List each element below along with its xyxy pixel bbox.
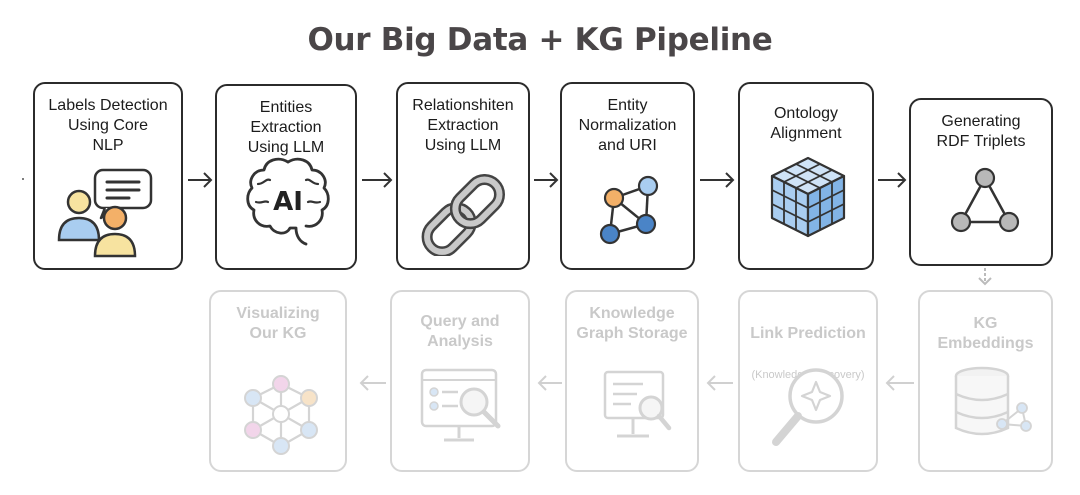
step-entities-extraction: Entities Extraction Using LLM AI [215,84,357,270]
step-generating-rdf-triplets: Generating RDF Triplets [909,98,1053,266]
network-graph-icon [244,375,318,455]
arrow-down [978,268,992,286]
arrow-right [700,172,735,188]
arrow-right [878,172,907,188]
arrow-left [359,375,386,391]
step-entity-normalization: Entity Normalization and URI [560,82,695,270]
step-knowledge-graph-storage: Knowledge Graph Storage [565,290,699,472]
document-magnifier-icon [603,370,672,438]
step-label: Visualizing Our KG [236,305,320,342]
step-label: Knowledge Graph Storage [576,305,688,342]
step-ontology-alignment: Ontology Alignment [738,82,874,270]
step-kg-embeddings: KG Embeddings [918,290,1053,472]
step-label: KG Embeddings [937,315,1034,352]
arrow-right [188,172,213,188]
cube-icon [770,156,846,238]
monitor-search-icon [420,368,501,442]
step-label: Generating RDF Triplets [936,113,1026,150]
step-relationship-extraction: Relationshiten Extraction Using LLM [396,82,530,270]
triangle-graph-icon [950,167,1020,233]
page-title: Our Big Data + KG Pipeline [307,22,773,58]
arrow-left [706,375,733,391]
step-link-prediction: Link Prediction (Knowledge Discovery) [738,290,878,472]
step-label: Link Prediction (Knowledge Discovery) [746,304,870,385]
step-label: Ontology Alignment [770,105,842,142]
arrow-right [534,172,559,188]
chain-link-icon [421,174,506,256]
step-label: Labels Detection Using Core NLP [48,97,168,154]
graph-nodes-icon [599,175,659,245]
ai-text: AI [273,187,303,217]
arrow-left [537,375,562,391]
step-label: Query and Analysis [420,313,500,350]
step-labels-detection: Labels Detection Using Core NLP [33,82,183,270]
arrow-left [885,375,914,391]
ai-brain-icon: AI [246,157,330,246]
step-visualizing-kg: Visualizing Our KG [209,290,347,472]
step-label: Entities Extraction Using LLM [247,99,325,156]
stray-dot [22,178,24,180]
people-chat-icon [57,168,153,258]
step-query-analysis: Query and Analysis [390,290,530,472]
database-graph-icon [954,366,1032,436]
arrow-right [362,172,393,188]
step-label: Entity Normalization and URI [578,97,677,154]
step-label-main: Link Prediction [750,325,866,342]
sparkle-magnifier-icon [772,368,844,446]
step-label: Relationshiten Extraction Using LLM [412,97,514,154]
